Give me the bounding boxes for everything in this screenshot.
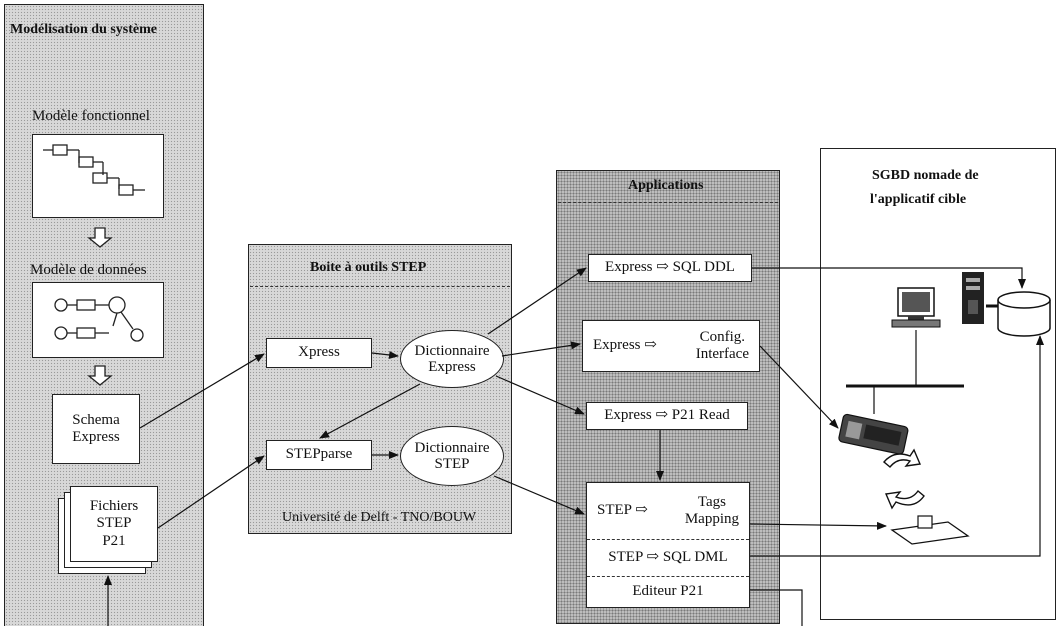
stepparse-box: STEPparse (266, 440, 372, 470)
desktop-computer-icon (891, 287, 941, 328)
config-right: Config. Interface (696, 329, 749, 364)
toolbox-footer: Université de Delft - TNO/BOUW (282, 510, 477, 525)
arrow-dict-config (501, 341, 581, 357)
sync-arrows-icon (883, 448, 925, 510)
arrow-fichiers-stepparse (157, 455, 265, 529)
schema-express-box: Schema Express (52, 394, 140, 464)
fichiers-line3: P21 (102, 532, 126, 549)
applications-title: Applications (628, 178, 704, 193)
arrow-xpress-dict (371, 350, 399, 359)
sgbd-title-line1: SGBD nomade de (872, 168, 979, 183)
step-tools-box: STEP ⇨ Tags Mapping STEP ⇨ SQL DML Edite… (586, 482, 750, 608)
modelisation-title: Modélisation du système (10, 22, 157, 37)
dictionnaire-step: Dictionnaire STEP (400, 426, 504, 486)
config-line2: Interface (695, 346, 749, 362)
tags-line2: Mapping (684, 511, 739, 527)
tags-right: Tags Mapping (685, 494, 739, 529)
server-tower-icon (962, 272, 984, 324)
xpress-box: Xpress (266, 338, 372, 368)
device-pad-icon (890, 515, 970, 545)
dict-express-line1: Dictionnaire (414, 342, 490, 359)
handheld-terminal-icon (838, 413, 909, 455)
arrow-dict-p21read (495, 375, 585, 415)
arrow-config-terminal (759, 345, 839, 429)
config-left: Express ⇨ (593, 337, 657, 354)
editeur-row: Editeur P21 (632, 583, 704, 600)
arrow-dml-database (750, 335, 1044, 557)
sql-dml-row: STEP ⇨ SQL DML (587, 540, 749, 577)
fichiers-line1: Fichiers (89, 498, 139, 515)
p21-read-box: Express ⇨ P21 Read (586, 402, 748, 430)
sql-ddl-box: Express ⇨ SQL DDL (588, 254, 752, 282)
toolbox-divider (250, 286, 510, 287)
sgbd-panel (820, 148, 1056, 620)
dict-step-line1: Dictionnaire (414, 439, 490, 456)
tags-mapping-row: STEP ⇨ Tags Mapping (587, 483, 749, 540)
dictionnaire-express: Dictionnaire Express (400, 330, 504, 388)
fichiers-line2: STEP (96, 515, 132, 532)
toolbox-panel (248, 244, 512, 534)
arrow-dictstep-tags (493, 475, 585, 515)
data-model-icon (54, 296, 144, 342)
schema-line2: Express (72, 429, 120, 445)
schema-line1: Schema (72, 411, 120, 428)
config-interface-box: Express ⇨ Config. Interface (582, 320, 760, 372)
functional-model-diagram (32, 134, 164, 218)
arrow-dict-stepparse (319, 383, 421, 439)
functional-model-icon (43, 144, 145, 196)
arrow-ddl-database (752, 267, 1026, 289)
arrow-dict-sqlddl (487, 267, 587, 335)
arrow-tags-device (749, 521, 887, 530)
line-editeur-exit (750, 589, 803, 626)
tags-line1: Tags (697, 493, 726, 510)
dict-express-line2: Express (428, 359, 476, 375)
modele-fonctionnel-label: Modèle fonctionnel (32, 108, 150, 124)
modele-donnees-label: Modèle de données (30, 262, 147, 278)
fichiers-step-box: Fichiers STEP P21 (70, 486, 158, 562)
dict-step-line2: STEP (434, 456, 470, 472)
config-line1: Config. (699, 328, 746, 345)
tags-left: STEP ⇨ (597, 502, 648, 519)
sgbd-title-line2: l'applicatif cible (870, 192, 967, 207)
applications-divider (558, 202, 778, 203)
data-model-diagram (32, 282, 164, 358)
arrow-schema-xpress (139, 353, 265, 429)
toolbox-title: Boite à outils STEP (310, 260, 427, 275)
database-icon (997, 291, 1051, 337)
